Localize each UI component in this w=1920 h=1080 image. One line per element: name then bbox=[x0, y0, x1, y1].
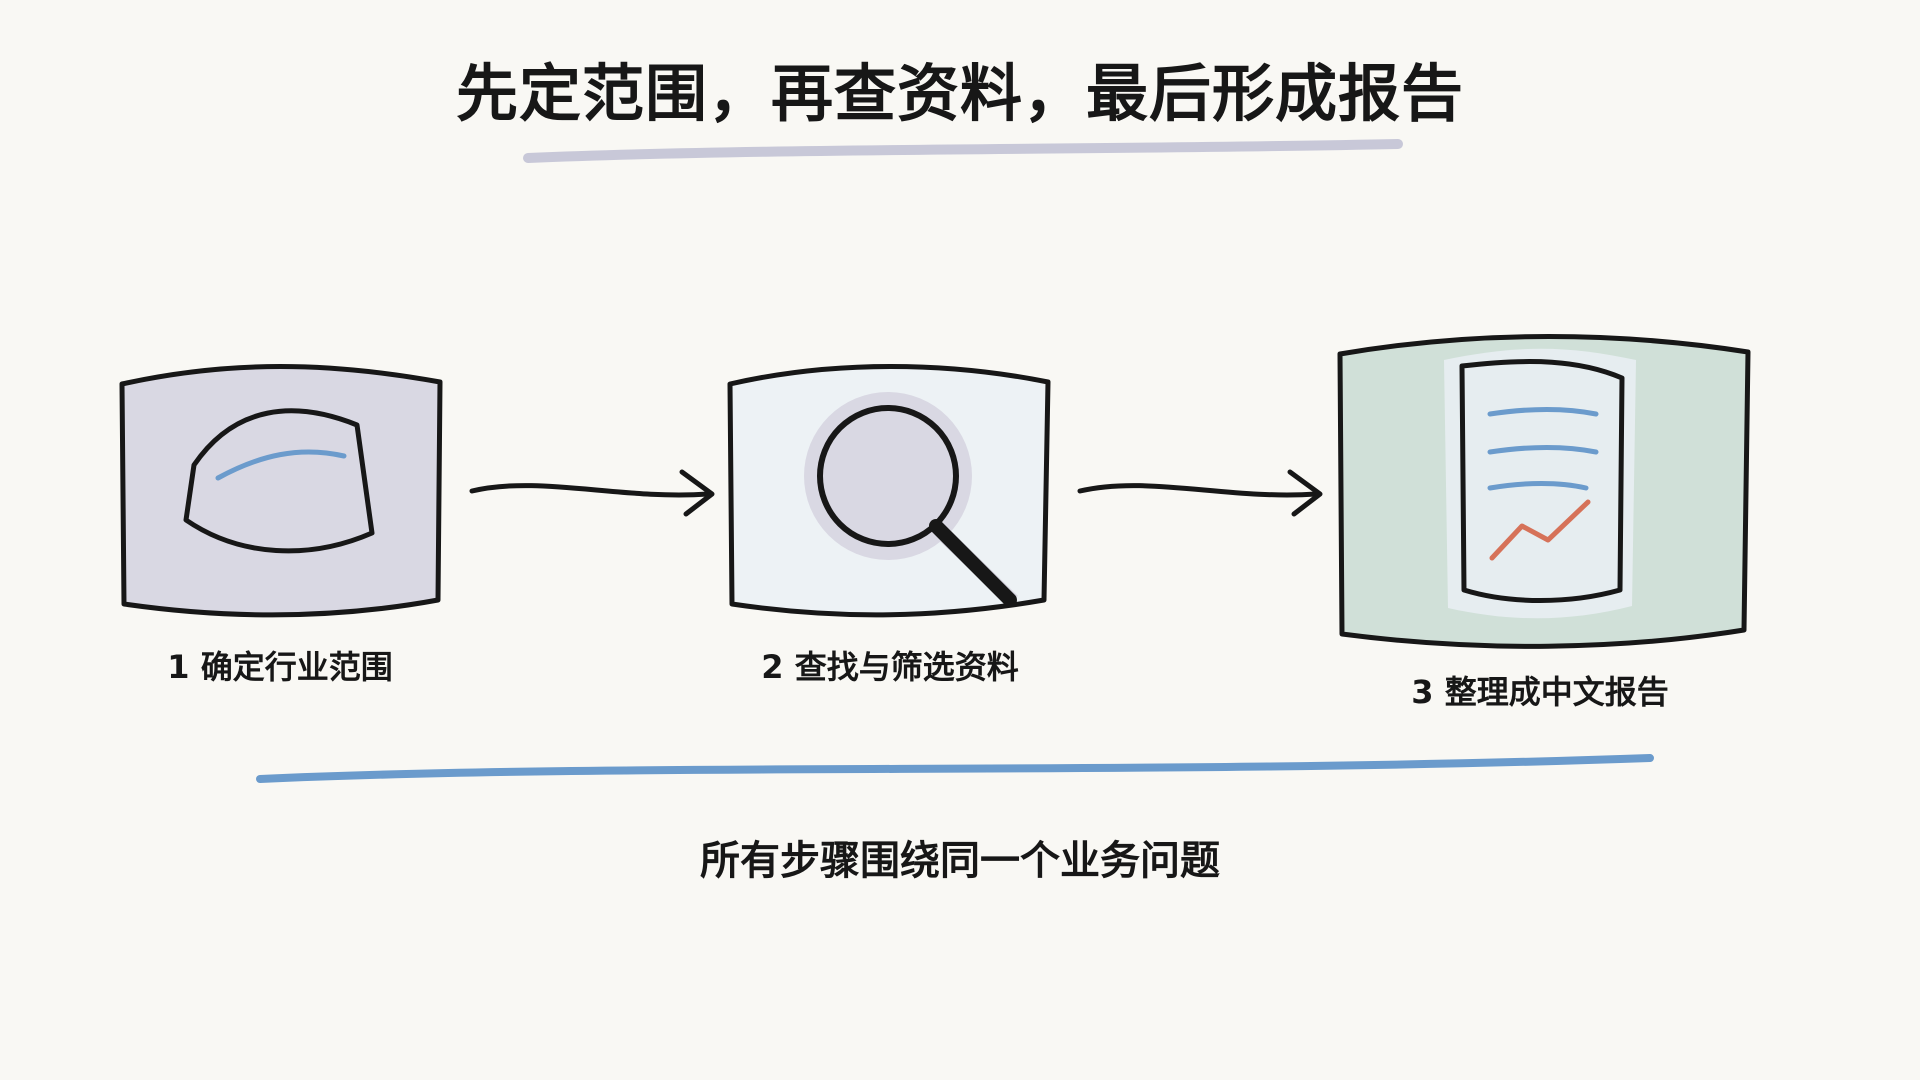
step-1-label: 1 确定行业范围 bbox=[167, 648, 393, 686]
step-1-frame bbox=[119, 364, 443, 618]
report-document-icon bbox=[1444, 348, 1636, 619]
footer-caption: 所有步骤围绕同一个业务问题 bbox=[700, 838, 1220, 884]
step-1-card bbox=[119, 364, 443, 618]
step-3-frame bbox=[1337, 334, 1751, 649]
footer-divider bbox=[256, 754, 1654, 783]
arrow-1-to-2 bbox=[469, 469, 715, 517]
arrow-2-to-3 bbox=[1077, 469, 1323, 517]
page-title: 先定范围，再查资料，最后形成报告 bbox=[455, 57, 1464, 130]
step-3-card bbox=[1337, 334, 1751, 649]
title-underline bbox=[523, 139, 1403, 163]
step-2-label: 2 查找与筛选资料 bbox=[761, 648, 1019, 686]
magnifying-glass-icon bbox=[804, 392, 1018, 607]
step-2-frame bbox=[727, 364, 1051, 618]
scope-boundary-icon bbox=[183, 408, 375, 554]
step-2-card bbox=[727, 364, 1051, 618]
step-3-label: 3 整理成中文报告 bbox=[1411, 673, 1669, 711]
